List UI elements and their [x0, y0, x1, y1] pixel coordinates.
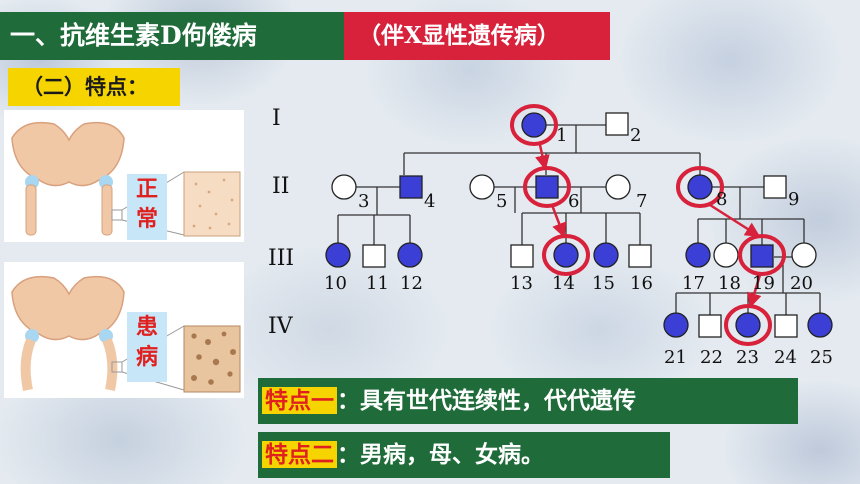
- normal-tag-char-1: 正: [135, 176, 158, 202]
- individual-25: [807, 312, 833, 338]
- inherit-arrow-1-6: [535, 144, 550, 171]
- marker-ring-19: [738, 234, 786, 276]
- label-16: 16: [630, 273, 653, 294]
- pedigree-chart: I II III IV: [268, 104, 833, 368]
- marker-ring-8: [676, 166, 724, 208]
- label-23: 23: [736, 347, 759, 368]
- label-12: 12: [400, 273, 423, 294]
- individual-1: [521, 112, 547, 138]
- diseased-tag: 患 病: [127, 312, 167, 382]
- individual-22: [698, 314, 722, 338]
- individual-20: [791, 242, 817, 268]
- individual-14: [553, 242, 579, 268]
- feature-2-highlight: 特点二: [262, 441, 337, 468]
- label-5: 5: [496, 191, 507, 212]
- label-22: 22: [700, 347, 723, 368]
- individual-17: [685, 242, 711, 268]
- diseased-bone-panel: [4, 262, 244, 398]
- individual-5: [469, 174, 495, 200]
- diseased-tag-char-1: 患: [135, 314, 158, 340]
- individual-10: [325, 242, 351, 268]
- label-4: 4: [424, 191, 435, 212]
- normal-bone-panel: [4, 110, 244, 242]
- individual-18: [713, 242, 739, 268]
- label-21: 21: [664, 347, 687, 368]
- individual-6: [535, 175, 559, 199]
- normal-tag: 正 常: [127, 174, 167, 240]
- individual-24: [774, 314, 798, 338]
- label-9: 9: [788, 189, 799, 210]
- label-2: 2: [630, 125, 641, 146]
- label-10: 10: [324, 273, 347, 294]
- label-25: 25: [810, 347, 833, 368]
- generation-label-4: IV: [268, 314, 294, 339]
- individual-21: [663, 312, 689, 338]
- label-11: 11: [366, 273, 389, 294]
- label-15: 15: [592, 273, 615, 294]
- individual-19: [750, 244, 774, 268]
- normal-tag-char-2: 常: [135, 206, 158, 232]
- individual-13: [510, 244, 534, 268]
- individual-15: [593, 242, 619, 268]
- diseased-tag-char-2: 病: [135, 344, 158, 370]
- inherit-arrow-6-14: [550, 204, 567, 239]
- individual-16: [628, 244, 652, 268]
- inherit-arrow-8-19: [709, 203, 761, 238]
- individual-7: [605, 174, 631, 200]
- generation-label-1: I: [272, 106, 281, 131]
- feature-2-text: ：男病，母、女病。: [337, 441, 544, 468]
- label-7: 7: [636, 191, 647, 212]
- individual-8: [687, 174, 713, 200]
- label-20: 20: [790, 273, 813, 294]
- label-3: 3: [358, 191, 369, 212]
- individual-4: [399, 175, 423, 199]
- feature-1-text: ：具有世代连续性，代代遗传: [337, 387, 636, 414]
- label-13: 13: [510, 273, 533, 294]
- individual-9: [763, 175, 787, 199]
- label-17: 17: [682, 273, 705, 294]
- label-24: 24: [774, 347, 797, 368]
- label-19: 19: [752, 273, 775, 294]
- label-14: 14: [552, 273, 575, 294]
- pelvis-illustration-normal: [11, 121, 241, 237]
- generation-label-3: III: [268, 246, 294, 271]
- pelvis-illustration-diseased: [11, 275, 241, 393]
- individual-12: [397, 242, 423, 268]
- label-8: 8: [716, 189, 727, 210]
- generation-label-2: II: [272, 174, 289, 199]
- page-subtitle: （伴X显性遗传病）: [344, 12, 610, 60]
- individual-3: [331, 174, 357, 200]
- label-6: 6: [568, 191, 579, 212]
- feature-2-box: 特点二：男病，母、女病。: [258, 432, 670, 478]
- label-1: 1: [556, 125, 567, 146]
- section-label: （二）特点：: [8, 68, 180, 106]
- page-title: 一、抗维生素D佝偻病: [0, 12, 344, 60]
- marker-ring-1: [510, 104, 558, 146]
- individual-23: [735, 312, 761, 338]
- feature-1-highlight: 特点一: [262, 387, 337, 414]
- inherit-arrow-19-23: [747, 274, 762, 309]
- feature-1-box: 特点一：具有世代连续性，代代遗传: [258, 378, 798, 424]
- individual-11: [362, 244, 386, 268]
- label-18: 18: [718, 273, 741, 294]
- individual-2: [605, 112, 629, 136]
